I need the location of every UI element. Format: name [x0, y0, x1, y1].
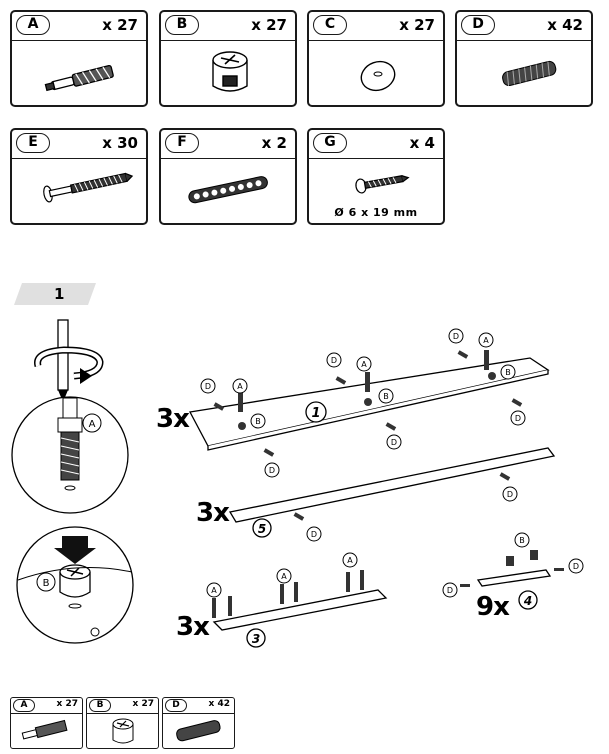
- part-quantity: x 42: [208, 699, 230, 709]
- svg-text:D: D: [331, 356, 337, 365]
- part-quantity: x 27: [251, 16, 287, 34]
- svg-text:D: D: [453, 332, 459, 341]
- part-letter: E: [16, 133, 50, 153]
- part-card-e: E x 30: [10, 128, 148, 225]
- part-card-g: G x 4 Ø 6 x 19 mm: [307, 128, 445, 225]
- part-quantity: x 27: [56, 699, 78, 709]
- part-quantity: x 4: [409, 134, 435, 152]
- svg-text:A: A: [281, 572, 287, 581]
- part-quantity: x 27: [102, 16, 138, 34]
- svg-text:3: 3: [252, 632, 260, 646]
- svg-text:B: B: [43, 578, 50, 589]
- svg-text:4: 4: [523, 594, 532, 608]
- svg-text:B: B: [505, 368, 511, 377]
- screwdriver-icon: [34, 319, 104, 402]
- footer-part-a: A x 27: [10, 697, 83, 749]
- step-number-tab: 1: [14, 283, 96, 305]
- cover-cap-icon: [360, 60, 396, 92]
- panel-3: A A A 3: [206, 552, 388, 648]
- screw-icon: [43, 172, 134, 203]
- part-letter: A: [13, 699, 35, 712]
- footer-part-b: B x 27: [86, 697, 159, 749]
- svg-text:D: D: [447, 586, 453, 595]
- part-card-c: C x 27: [307, 10, 445, 107]
- part-letter: B: [89, 699, 111, 712]
- panel-4: B D D 4: [442, 532, 584, 610]
- multiplier-panel-1: 3x: [156, 404, 190, 434]
- assembly-diagram: A B D D A B D D A B D D 1 D D 5: [189, 328, 584, 648]
- step-number: 1: [54, 285, 65, 303]
- cam-bolt-icon: [21, 719, 68, 740]
- multiplier-panel-3: 3x: [176, 612, 210, 642]
- svg-text:A: A: [89, 419, 96, 430]
- screw-dimension: Ø 6 x 19 mm: [334, 206, 418, 219]
- cam-lock-icon: [112, 718, 134, 744]
- svg-text:D: D: [269, 466, 275, 475]
- svg-text:D: D: [507, 490, 513, 499]
- part-card-d: D x 42: [455, 10, 593, 107]
- callout-b: B: [36, 572, 56, 592]
- part-quantity: x 27: [132, 699, 154, 709]
- part-quantity: x 2: [261, 134, 287, 152]
- part-letter: D: [461, 15, 495, 35]
- svg-text:D: D: [311, 530, 317, 539]
- cam-lock-insert-icon: [17, 536, 133, 637]
- part-letter: B: [165, 15, 199, 35]
- part-letter: F: [165, 133, 199, 153]
- svg-text:5: 5: [258, 522, 266, 536]
- multiplier-panel-5: 3x: [196, 498, 230, 528]
- svg-text:A: A: [237, 382, 243, 391]
- part-card-a: A x 27: [10, 10, 148, 107]
- svg-text:B: B: [383, 392, 389, 401]
- part-card-f: F x 2: [159, 128, 297, 225]
- part-letter: D: [165, 699, 187, 712]
- cam-lock-icon: [212, 51, 248, 92]
- wooden-dowel-icon: [176, 720, 221, 742]
- cam-bolt-icon: [44, 64, 114, 92]
- detail-illustrations: A B: [11, 319, 134, 644]
- svg-text:1: 1: [311, 406, 320, 421]
- footer-part-d: D x 42: [162, 697, 235, 749]
- svg-text:D: D: [515, 414, 521, 423]
- part-quantity: x 30: [102, 134, 138, 152]
- svg-text:D: D: [205, 382, 211, 391]
- svg-text:D: D: [391, 438, 397, 447]
- part-card-b: B x 27: [159, 10, 297, 107]
- callout-a: A: [82, 413, 102, 433]
- small-screw-icon: [355, 175, 410, 194]
- multiplier-panel-4: 9x: [476, 592, 510, 622]
- hinge-plate-icon: [188, 176, 268, 204]
- wooden-dowel-icon: [502, 60, 557, 87]
- cam-bolt-icon: [57, 397, 83, 491]
- part-quantity: x 27: [399, 16, 435, 34]
- svg-text:A: A: [211, 586, 217, 595]
- svg-text:A: A: [361, 360, 367, 369]
- part-letter: G: [313, 133, 347, 153]
- panel-1: A B D D A B D D A B D D 1: [189, 328, 550, 478]
- part-letter: A: [16, 15, 50, 35]
- svg-text:B: B: [519, 536, 525, 545]
- svg-text:A: A: [347, 556, 353, 565]
- svg-text:A: A: [483, 336, 489, 345]
- svg-text:D: D: [573, 562, 579, 571]
- panel-5: D D 5: [228, 447, 556, 542]
- part-letter: C: [313, 15, 347, 35]
- part-quantity: x 42: [547, 16, 583, 34]
- svg-text:B: B: [255, 417, 261, 426]
